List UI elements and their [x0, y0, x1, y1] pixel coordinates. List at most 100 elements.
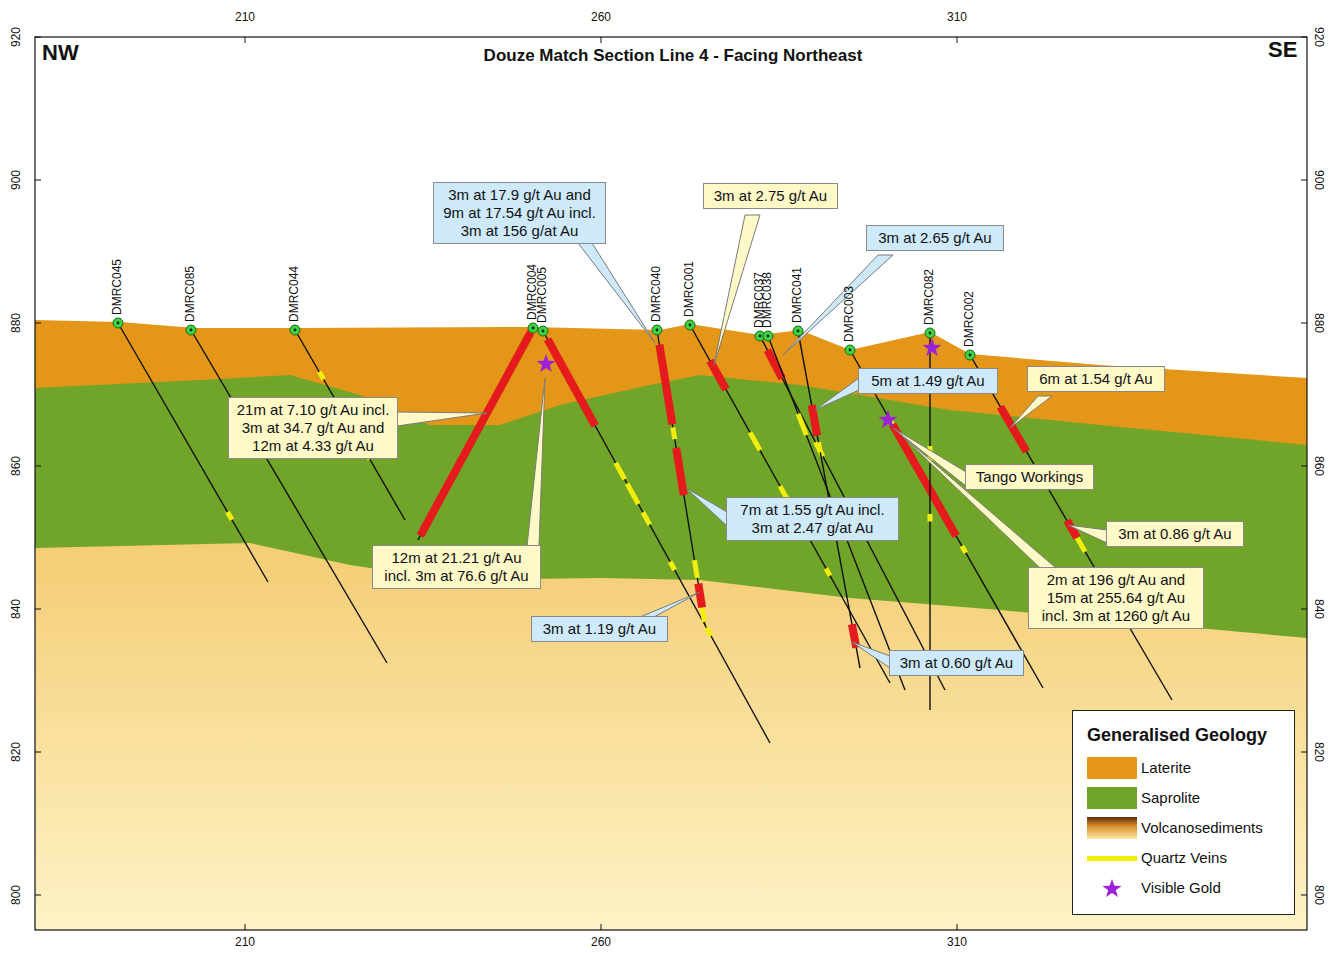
assay-text: 3m at 2.65 g/t Au — [873, 229, 997, 247]
axis-tick — [601, 924, 602, 930]
axis-tick — [35, 752, 41, 753]
collar-marker — [528, 323, 538, 333]
axis-label: 880 — [1311, 313, 1325, 333]
drill-trace — [418, 328, 533, 540]
gold-intercept — [1067, 521, 1077, 538]
axis-tick — [1301, 323, 1307, 324]
legend-heading: Generalised Geology — [1087, 725, 1267, 746]
leader-pointer — [815, 378, 859, 410]
quartz-vein — [643, 512, 650, 524]
visible-gold-star — [879, 410, 898, 428]
saprolite-layer — [35, 375, 1307, 930]
direction-label: SE — [1268, 37, 1297, 62]
collar-dot — [969, 354, 972, 357]
legend-text: Saprolite — [1141, 789, 1200, 806]
axis-tick — [245, 924, 246, 930]
leader-pointer — [893, 428, 966, 486]
quartz-vein — [798, 414, 806, 435]
assay-callout: 2m at 196 g/t Au and 15m at 255.64 g/t A… — [1028, 567, 1204, 629]
leader-pointer — [900, 434, 1056, 568]
collar-dot — [689, 324, 692, 327]
axis-tick — [1301, 895, 1307, 896]
legend-text: Volcanosediments — [1141, 819, 1263, 836]
assay-callout: Tango Workings — [965, 464, 1094, 490]
hole-name: DMRC082 — [923, 269, 937, 325]
gold-intercept — [892, 424, 956, 536]
visible-gold-star — [537, 354, 556, 372]
legend-swatch — [1087, 817, 1137, 839]
collar-marker — [652, 325, 662, 335]
hole-name: DMRC003 — [843, 286, 857, 342]
assay-callout: 12m at 21.21 g/t Au incl. 3m at 76.6 g/t… — [372, 545, 541, 589]
axis-label: 860 — [10, 456, 24, 476]
axis-tick — [601, 37, 602, 43]
quartz-vein — [673, 427, 675, 439]
hole-name: DMRC002 — [963, 291, 977, 347]
axis-label: 900 — [10, 170, 24, 190]
axis-tick — [1301, 180, 1307, 181]
axis-label: 820 — [10, 742, 24, 762]
hole-name: DMRC038 — [761, 272, 775, 328]
gold-intercept — [698, 584, 702, 608]
collar-marker — [113, 318, 123, 328]
gold-intercept — [659, 345, 672, 425]
leader-pointer — [686, 488, 727, 526]
axis-label: 920 — [1311, 27, 1325, 47]
axis-tick — [35, 323, 41, 324]
axis-tick — [35, 466, 41, 467]
laterite-layer — [35, 320, 1307, 930]
drill-trace — [657, 330, 705, 625]
assay-text: 12m at 21.21 g/t Au incl. 3m at 76.6 g/t… — [379, 549, 534, 585]
assay-callout: 3m at 1.19 g/t Au — [531, 616, 668, 642]
collar-dot — [542, 330, 545, 333]
axis-label: 260 — [591, 11, 611, 25]
collar-dot — [849, 349, 852, 352]
collar-dot — [797, 330, 800, 333]
axis-label: 310 — [947, 11, 967, 25]
axis-tick — [35, 895, 41, 896]
axis-label: 860 — [1311, 456, 1325, 476]
leader-pointer — [1010, 396, 1052, 428]
legend-line-sample — [1087, 856, 1137, 861]
hole-name: DMRC001 — [683, 261, 697, 317]
assay-text: 3m at 0.60 g/t Au — [896, 654, 1017, 672]
collar-marker — [845, 345, 855, 355]
assay-text: 3m at 0.86 g/t Au — [1113, 525, 1237, 543]
axis-tick — [1301, 37, 1307, 38]
collar-dot — [532, 327, 535, 330]
axis-label: 260 — [591, 936, 611, 950]
collar-marker — [763, 331, 773, 341]
visible-gold-star — [1103, 879, 1122, 897]
collar-dot — [767, 335, 770, 338]
assay-text: Tango Workings — [972, 468, 1087, 486]
collar-marker — [685, 320, 695, 330]
plot-frame — [35, 37, 1307, 930]
legend-swatch — [1087, 787, 1137, 809]
quartz-vein — [228, 512, 233, 520]
quartz-vein — [928, 514, 933, 522]
legend-text: Visible Gold — [1141, 879, 1221, 896]
quartz-vein — [702, 607, 704, 622]
leader-pointer — [640, 592, 700, 617]
legend-swatch — [1087, 757, 1137, 779]
axis-tick — [957, 924, 958, 930]
quartz-vein — [1077, 538, 1085, 552]
gold-intercept — [676, 448, 684, 495]
axis-label: 820 — [1311, 742, 1325, 762]
assay-text: 3m at 2.75 g/t Au — [710, 187, 831, 205]
leader-pointer — [852, 642, 890, 668]
axis-label: 920 — [10, 27, 24, 47]
axis-tick — [1301, 466, 1307, 467]
collar-marker — [538, 326, 548, 336]
collar-dot — [294, 329, 297, 332]
hole-name: DMRC085 — [184, 266, 198, 322]
axis-label: 800 — [1311, 885, 1325, 905]
quartz-vein — [962, 546, 966, 553]
quartz-vein — [816, 442, 823, 456]
axis-label: 310 — [947, 936, 967, 950]
direction-label: NW — [42, 40, 79, 65]
gold-intercept — [710, 361, 726, 390]
assay-callout: 3m at 0.60 g/t Au — [889, 650, 1024, 676]
axis-tick — [35, 609, 41, 610]
